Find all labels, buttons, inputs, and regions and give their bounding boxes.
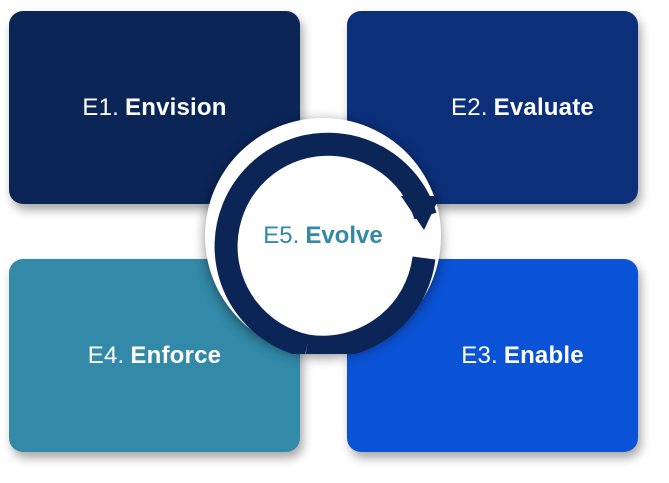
tile-e2-code: E2. <box>451 93 488 121</box>
tile-e4-code: E4. <box>87 341 125 369</box>
cycle-ring <box>214 132 437 354</box>
tile-e1-word: Envision <box>125 93 227 121</box>
tile-e4-word: Enforce <box>130 341 222 369</box>
tile-e1-code: E1. <box>82 93 119 121</box>
tile-e1-label: E1.Envision <box>82 94 226 122</box>
tile-e2-label: E2.Evaluate <box>391 94 594 122</box>
cycle-arrowhead <box>401 196 440 230</box>
tile-e3-word: Enable <box>503 341 584 369</box>
tile-e1-envision: E1.Envision <box>9 11 300 204</box>
cycle-ring-tail <box>305 256 436 354</box>
center-word: Evolve <box>305 222 383 249</box>
center-label-evolve: E5.Evolve <box>205 118 441 354</box>
center-code: E5. <box>263 222 300 249</box>
tile-e3-code: E3. <box>461 341 498 369</box>
cycle-arrow-icon <box>214 132 440 354</box>
tile-e4-label: E4.Enforce <box>88 342 221 370</box>
tile-e3-label: E3.Enable <box>401 342 584 370</box>
tile-e2-word: Evaluate <box>493 93 594 121</box>
